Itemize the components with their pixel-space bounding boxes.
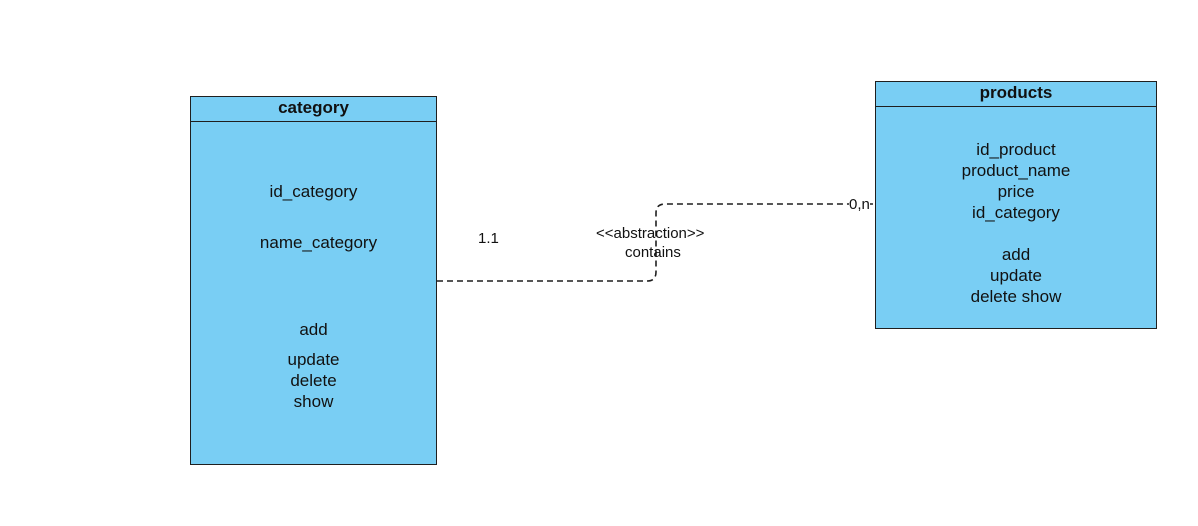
- method-update: update: [990, 266, 1042, 285]
- relationship-name: contains: [625, 244, 681, 261]
- contains-dashed-line[interactable]: [437, 203, 875, 282]
- method-show: show: [293, 392, 334, 411]
- products-title: products: [876, 82, 1156, 107]
- category-title: category: [191, 97, 436, 122]
- method-add: add: [299, 320, 328, 339]
- method-update: update: [287, 350, 340, 369]
- target-multiplicity: 0,n: [849, 196, 870, 214]
- attr-id-product: id_product: [976, 140, 1056, 159]
- method-delete: delete: [290, 371, 337, 390]
- attr-id-category: id_category: [269, 182, 358, 201]
- method-add: add: [1001, 245, 1031, 264]
- attr-price: price: [997, 182, 1035, 201]
- attr-name-category: name_category: [259, 233, 378, 252]
- relationship-stereotype: <<abstraction>>: [596, 225, 705, 242]
- category-entity[interactable]: category id_category name_category add u…: [190, 96, 437, 465]
- attr-id-category: id_category: [972, 203, 1060, 222]
- method-delete-show: delete show: [970, 287, 1062, 306]
- source-multiplicity: 1.1: [478, 230, 499, 247]
- attr-product-name: product_name: [961, 161, 1071, 180]
- products-entity[interactable]: products id_product product_name price i…: [875, 81, 1157, 329]
